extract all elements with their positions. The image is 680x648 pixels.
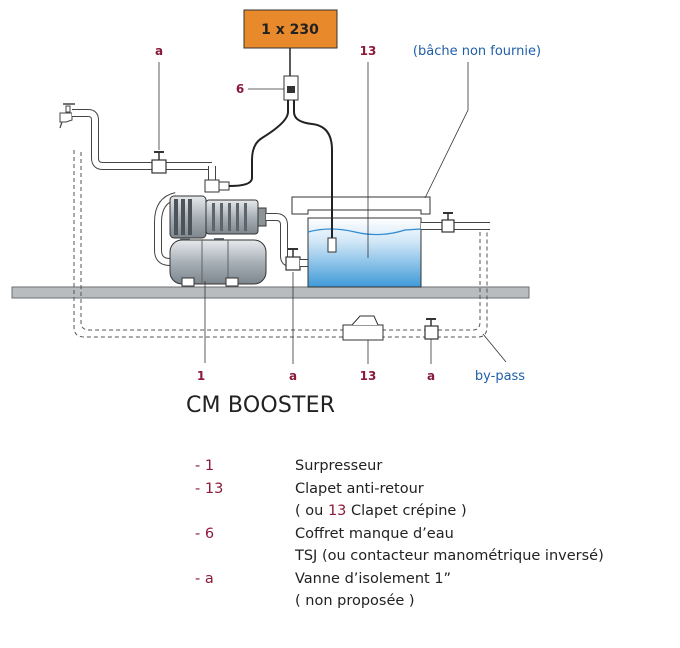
- callout-6: 6: [236, 82, 244, 96]
- legend-key: - a: [195, 570, 214, 587]
- legend-key: - 1: [195, 458, 215, 474]
- bypass-dashed-pipe-inner: [80, 152, 481, 331]
- legend-row: - 13 Clapet anti-retour: [195, 478, 675, 501]
- legend-desc: Clapet anti-retour: [295, 480, 424, 497]
- callout-1: 1: [197, 369, 205, 383]
- water-tap-icon: [59, 103, 75, 129]
- isolation-valve-tank-icon: [441, 212, 455, 233]
- legend-desc: Vanne d’isolement 1”: [295, 570, 452, 587]
- pressure-tank-icon: [169, 239, 267, 287]
- legend-desc-prefix: ( ou: [295, 503, 328, 519]
- legend: - 1 Surpresseur - 13 Clapet anti-retour …: [195, 455, 675, 613]
- cable-to-pump: [228, 100, 289, 187]
- callout-a-top: a: [155, 44, 163, 58]
- legend-key: - 13: [195, 480, 224, 497]
- legend-row: - a Vanne d’isolement 1”: [195, 568, 675, 591]
- installation-diagram: 1 x 230 a 6 13 (bâche non fournie) 1 a 1…: [11, 9, 541, 384]
- legend-row: - 1 Surpresseur: [195, 455, 675, 478]
- legend-key: - 6: [195, 525, 215, 542]
- level-control-box-icon: [283, 75, 299, 101]
- leader-tank-note: [424, 62, 469, 199]
- legend-desc: Coffret manque d’eau: [295, 525, 454, 542]
- legend-desc-ref: 13: [327, 503, 347, 519]
- legend-desc: ( ou 13 Clapet crépine ): [295, 500, 467, 523]
- legend-row: ( non proposée ): [195, 590, 675, 613]
- tank-note: (bâche non fournie): [413, 44, 541, 59]
- cable-to-float: [293, 100, 333, 238]
- power-box-label: 1 x 230: [261, 22, 319, 38]
- legend-row: TSJ (ou contacteur manométrique inversé): [195, 545, 675, 568]
- legend-desc: TSJ (ou contacteur manométrique inversé): [295, 548, 604, 564]
- bypass-dashed-pipe: [73, 150, 488, 338]
- legend-desc: Surpresseur: [295, 458, 383, 474]
- legend-desc-suffix: Clapet crépine ): [346, 503, 467, 519]
- isolation-valve-top-icon: [151, 151, 167, 174]
- isolation-valve-pump-icon: [285, 248, 301, 271]
- check-valve-icon: [342, 315, 384, 341]
- power-box: [243, 9, 338, 49]
- legend-row: - 6 Coffret manque d’eau: [195, 523, 675, 546]
- callout-13-top: 13: [360, 44, 377, 58]
- isolation-valve-bypass-icon: [424, 318, 439, 340]
- callout-a-pump: a: [289, 369, 297, 383]
- ground-slab: [11, 286, 530, 299]
- leader-bypass: [482, 333, 507, 363]
- callout-bypass: by-pass: [475, 369, 525, 384]
- legend-row: ( ou 13 Clapet crépine ): [195, 500, 675, 523]
- callout-a-bypass: a: [427, 369, 435, 383]
- legend-desc: ( non proposée ): [295, 593, 415, 609]
- product-title: CM BOOSTER: [186, 393, 336, 418]
- callout-13-bottom: 13: [360, 369, 377, 383]
- water-tank-icon: [291, 196, 431, 288]
